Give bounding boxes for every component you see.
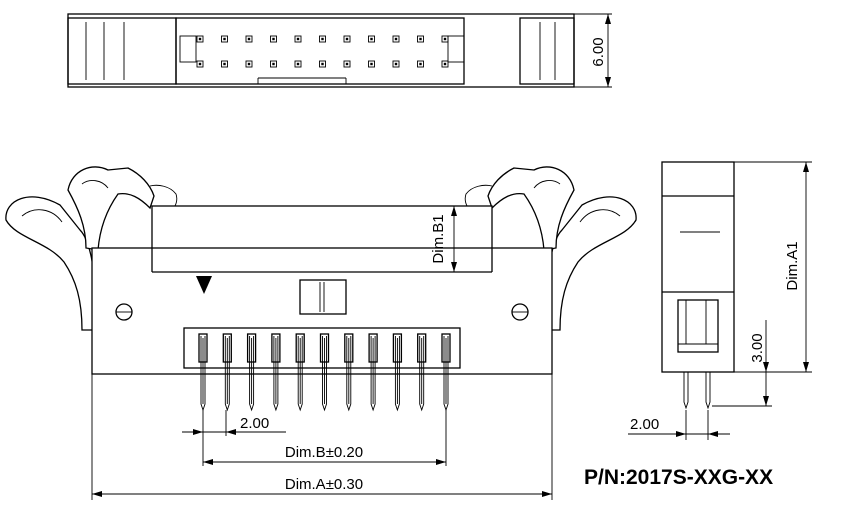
front-pin [370,336,376,412]
top-pin-center [419,62,422,66]
part-number: P/N:2017S-XXG-XX [584,466,773,489]
top-pin-center [443,62,447,66]
top-pin [368,60,375,68]
top-pin-center [247,62,251,66]
top-pin-center [296,62,300,66]
top-pin [392,35,400,43]
top-pin-center [394,62,398,66]
top-right-latch [519,17,575,85]
center-key [299,279,347,315]
top-pin [245,35,253,43]
top-pin [196,60,204,68]
top-pin [441,35,449,43]
top-pin-center [272,62,275,66]
front-pin [322,336,327,412]
side-housing [661,161,735,373]
top-pin-center [345,37,349,41]
top-pin-center [370,62,373,66]
dim-a1-label: Dim.A1 [784,241,801,290]
side-view-pins [683,372,711,410]
front-pin [273,336,279,412]
front-pin [224,336,230,412]
top-view: 6.00 [67,13,612,88]
top-pin [270,60,277,68]
front-pin [297,336,303,412]
top-pin-center [272,37,275,41]
side-pin [705,372,711,410]
top-pin [270,35,277,43]
top-pin-center [296,37,300,41]
top-pin-center [419,37,422,41]
top-pin-center [223,37,226,41]
pin-1-marker [196,276,212,294]
dim-b1-label: Dim.B1 [430,214,447,263]
top-pin-center [198,62,202,66]
top-pin-center [247,37,251,41]
top-pin [245,60,253,68]
top-pin-center [321,62,324,66]
pitch-front-label: 2.00 [240,415,269,432]
top-pin-center [394,37,398,41]
top-pin-center [198,37,202,41]
top-pin-center [370,37,373,41]
top-pin [221,35,228,43]
top-pin [319,60,326,68]
top-pin-center [345,62,349,66]
top-pin [368,35,375,43]
front-pin [419,336,425,412]
dim-height-label: 6.00 [590,37,607,66]
front-view: Dim.B1 2.00 Dim.B±0.20 Dim.A±0.30 [5,166,637,500]
front-pin [394,336,400,412]
top-pin [441,60,449,68]
top-pin [417,35,424,43]
top-pin [294,35,302,43]
front-view-pin-row [198,333,451,412]
side-pin [683,372,689,410]
top-pin [392,60,400,68]
top-pin [196,35,204,43]
top-pin [221,60,228,68]
top-left-latch [67,17,177,85]
top-pin [343,35,351,43]
side-view: Dim.A1 3.00 2.00 [628,161,812,440]
front-pin [346,336,352,412]
dim-pin-length-label: 3.00 [749,333,766,362]
pitch-side-label: 2.00 [630,416,659,433]
top-view-pin-grid [196,35,449,68]
top-pin [319,35,326,43]
top-pin [294,60,302,68]
top-pin-center [321,37,324,41]
top-pin [343,60,351,68]
top-pin-center [443,37,447,41]
dim-b-label: Dim.B±0.20 [285,444,363,461]
top-pin [417,60,424,68]
side-latch-slot [677,299,719,353]
top-pin-center [223,62,226,66]
front-pin [249,336,255,412]
dim-a-label: Dim.A±0.30 [285,476,363,493]
